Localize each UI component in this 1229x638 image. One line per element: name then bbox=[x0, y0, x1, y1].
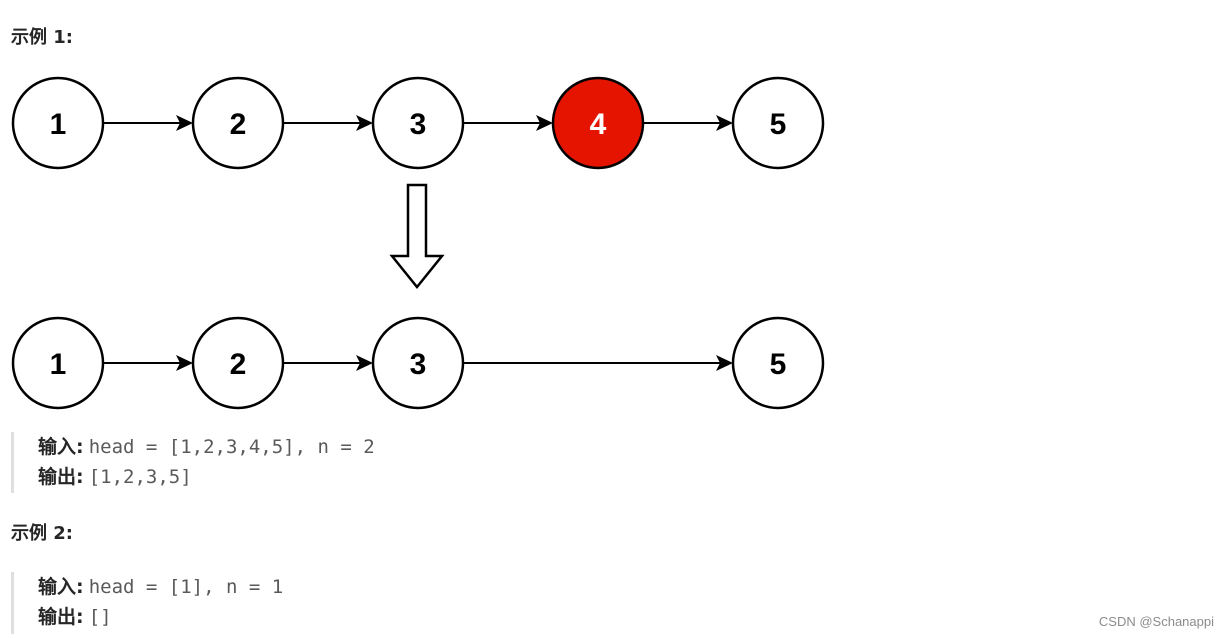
output-code: [1,2,3,5] bbox=[88, 466, 192, 488]
example-1-input-line: 输入: head = [1,2,3,4,5], n = 2 bbox=[38, 432, 375, 462]
after-node-2: 2 bbox=[191, 316, 285, 410]
node-label: 5 bbox=[770, 108, 787, 141]
input-label: 输入: bbox=[38, 576, 84, 598]
output-code: [] bbox=[88, 606, 112, 628]
node-label: 1 bbox=[50, 348, 67, 381]
watermark: CSDN @Schanappi bbox=[1098, 614, 1214, 629]
after-node-5: 5 bbox=[731, 316, 825, 410]
arrowhead-icon bbox=[716, 115, 733, 131]
before-links bbox=[103, 115, 733, 131]
after-node-1: 1 bbox=[11, 316, 105, 410]
node-label: 5 bbox=[770, 348, 787, 381]
input-code: head = [1,2,3,4,5], n = 2 bbox=[88, 436, 375, 458]
after-links bbox=[103, 355, 733, 371]
node-label: 2 bbox=[230, 108, 247, 141]
example-2-output-line: 输出: [] bbox=[38, 602, 283, 632]
arrowhead-icon bbox=[716, 355, 733, 371]
before-node-4-removed: 4 bbox=[551, 76, 645, 170]
down-arrow-icon bbox=[389, 183, 445, 289]
example-1-heading: 示例 1: bbox=[11, 27, 73, 48]
arrowhead-icon bbox=[176, 355, 193, 371]
output-label: 输出: bbox=[38, 466, 84, 488]
arrowhead-icon bbox=[176, 115, 193, 131]
node-label: 1 bbox=[50, 108, 67, 141]
output-label: 输出: bbox=[38, 606, 84, 628]
arrowhead-icon bbox=[356, 115, 373, 131]
node-label: 3 bbox=[410, 348, 427, 381]
node-label: 3 bbox=[410, 108, 427, 141]
after-node-3: 3 bbox=[371, 316, 465, 410]
node-label: 4 bbox=[590, 108, 607, 141]
before-node-5: 5 bbox=[731, 76, 825, 170]
example-1-blockquote: 输入: head = [1,2,3,4,5], n = 2 输出: [1,2,3… bbox=[11, 432, 375, 493]
arrowhead-icon bbox=[356, 355, 373, 371]
example-1-output-line: 输出: [1,2,3,5] bbox=[38, 462, 375, 492]
input-code: head = [1], n = 1 bbox=[88, 576, 284, 598]
before-node-2: 2 bbox=[191, 76, 285, 170]
input-label: 输入: bbox=[38, 436, 84, 458]
node-label: 2 bbox=[230, 348, 247, 381]
example-2-blockquote: 输入: head = [1], n = 1 输出: [] bbox=[11, 572, 283, 634]
before-node-3: 3 bbox=[371, 76, 465, 170]
example-2-input-line: 输入: head = [1], n = 1 bbox=[38, 572, 283, 602]
example-2-heading: 示例 2: bbox=[11, 523, 73, 544]
before-node-1: 1 bbox=[11, 76, 105, 170]
linked-list-diagram: 1 2 3 4 5 1 2 3 5 bbox=[11, 76, 825, 410]
arrowhead-icon bbox=[536, 115, 553, 131]
